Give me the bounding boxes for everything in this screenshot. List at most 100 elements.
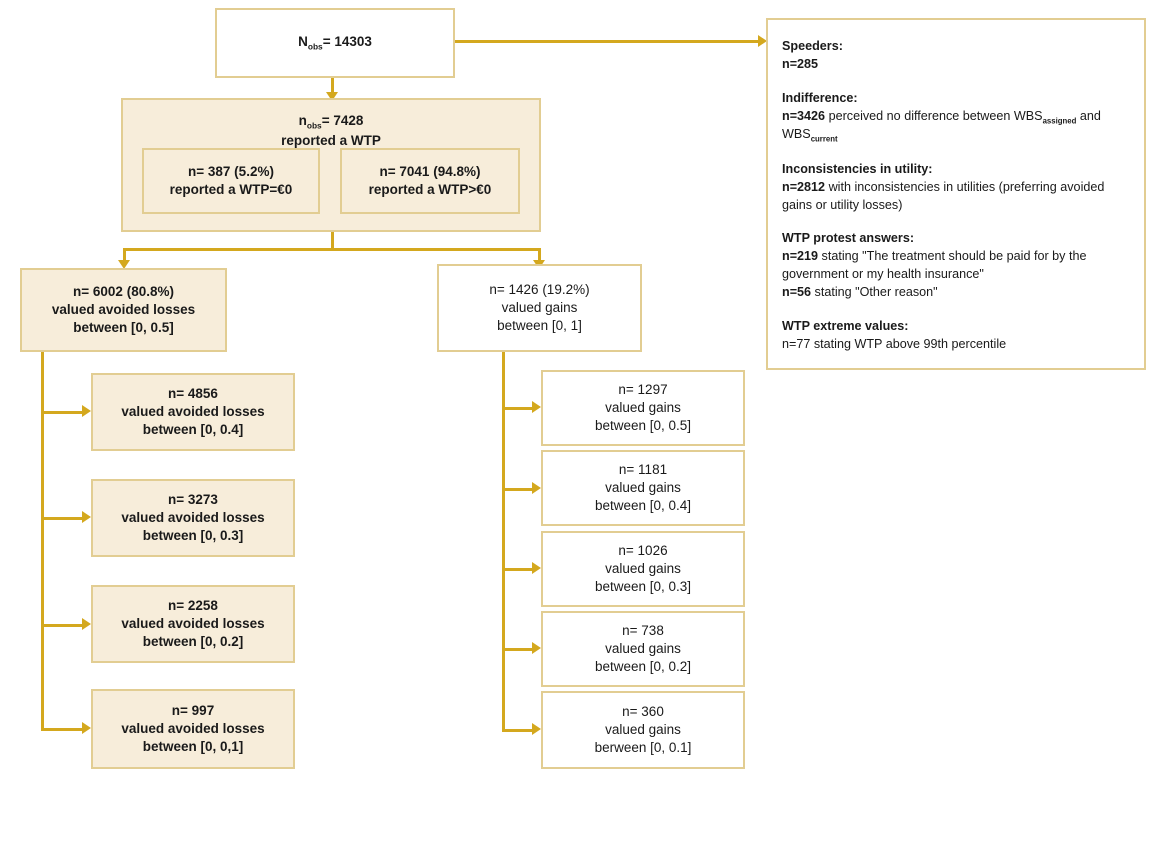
exclusion-inconsistencies-heading: Inconsistencies in utility: (782, 161, 933, 176)
connector-gains-branch-3 (502, 568, 535, 571)
connector-split-left (123, 248, 126, 266)
node-gains-child-3-line3: between [0, 0.3] (594, 578, 692, 594)
node-losses-child-2-line3: between [0, 0.3] (142, 527, 244, 543)
node-losses-child-4-line3: between [0, 0,1] (142, 738, 244, 754)
node-wtp-positive-line1: n= 7041 (94.8%) (379, 164, 481, 180)
exclusions-panel: Speeders: n=285 Indifference: n=3426 per… (766, 18, 1146, 370)
node-losses-parent-line1: n= 6002 (80.8%) (73, 284, 174, 300)
connector-losses-spine (41, 352, 44, 731)
exclusion-indifference-text-a: perceived no difference between WBS (825, 108, 1043, 123)
connector-gains-spine (502, 352, 505, 732)
node-wtp-line1: nobs= 7428 (298, 113, 364, 131)
connector-losses-branch-4 (41, 728, 85, 731)
node-losses-child-3: n= 2258 valued avoided losses between [0… (91, 585, 295, 663)
exclusion-extreme-heading: WTP extreme values: (782, 318, 909, 333)
connector-losses-branch-3 (41, 624, 85, 627)
node-gains-child-5-line2: valued gains (605, 722, 681, 738)
node-losses-child-3-line1: n= 2258 (168, 598, 218, 614)
exclusion-protest-body-1: n=219 stating "The treatment should be p… (782, 248, 1130, 284)
node-wtp-positive: n= 7041 (94.8%) reported a WTP>€0 (340, 148, 520, 214)
exclusion-speeders-n: n=285 (782, 56, 819, 71)
node-losses-child-3-line3: between [0, 0.2] (142, 633, 244, 649)
arrow-losses-child-2 (82, 511, 91, 523)
exclusion-indifference-n: n=3426 (782, 108, 826, 123)
arrow-losses-child-4 (82, 722, 91, 734)
exclusion-extreme-text: stating WTP above 99th percentile (810, 336, 1007, 351)
connector-losses-branch-1 (41, 411, 85, 414)
subscript-obs: obs (307, 41, 323, 52)
node-gains-parent-line3: between [0, 1] (497, 317, 582, 333)
node-losses-child-1-line3: between [0, 0.4] (142, 421, 244, 437)
exclusion-protest-text1: stating "The treatment should be paid fo… (782, 249, 1087, 282)
node-gains-child-1-line1: n= 1297 (618, 382, 668, 398)
exclusion-indifference-body: n=3426 perceived no difference between W… (782, 108, 1130, 145)
node-gains-child-2-line2: valued gains (605, 480, 681, 496)
connector-total-to-exclusions (455, 40, 760, 43)
node-wtp-positive-line2: reported a WTP>€0 (368, 182, 492, 197)
node-total-observations: Nobs= 14303 (215, 8, 455, 78)
subscript-assigned: assigned (1042, 116, 1077, 126)
arrow-gains-child-4 (532, 642, 541, 654)
exclusion-inconsistencies-body: n=2812 with inconsistencies in utilities… (782, 179, 1130, 215)
exclusion-inconsistencies-n: n=2812 (782, 179, 826, 194)
arrow-to-losses-parent (118, 260, 130, 269)
node-losses-child-1-line1: n= 4856 (168, 386, 218, 402)
exclusion-protest-n2: n=56 (782, 285, 812, 300)
exclusion-speeders-body: n=285 (782, 56, 1130, 74)
arrow-total-to-wtp (326, 92, 338, 101)
exclusion-group-extreme: WTP extreme values: n=77 stating WTP abo… (782, 318, 1130, 354)
node-losses-parent-line3: between [0, 0.5] (73, 319, 174, 335)
exclusion-protest-text2: stating "Other reason" (811, 285, 938, 300)
node-losses-child-2-line2: valued avoided losses (121, 510, 265, 526)
arrow-gains-child-1 (532, 401, 541, 413)
subscript-current: current (810, 134, 838, 144)
exclusion-protest-n1: n=219 (782, 249, 819, 264)
exclusion-inconsistencies-text: with inconsistencies in utilities (prefe… (782, 179, 1105, 212)
node-gains-child-4-line2: valued gains (605, 641, 681, 657)
node-gains-child-4: n= 738 valued gains between [0, 0.2] (541, 611, 745, 687)
node-gains-parent: n= 1426 (19.2%) valued gains between [0,… (437, 264, 642, 352)
exclusion-group-protest: WTP protest answers: n=219 stating "The … (782, 230, 1130, 302)
node-losses-parent: n= 6002 (80.8%) valued avoided losses be… (20, 268, 227, 352)
connector-wtp-down (331, 232, 334, 250)
node-gains-parent-line1: n= 1426 (19.2%) (489, 282, 590, 298)
arrow-losses-child-3 (82, 618, 91, 630)
node-losses-child-1: n= 4856 valued avoided losses between [0… (91, 373, 295, 451)
arrow-losses-child-1 (82, 405, 91, 417)
node-gains-child-2-line3: between [0, 0.4] (594, 497, 692, 513)
node-losses-child-4-line1: n= 997 (171, 703, 215, 719)
node-wtp-line2: reported a WTP (281, 132, 381, 148)
node-gains-child-3-line2: valued gains (605, 561, 681, 577)
node-gains-child-2-line1: n= 1181 (618, 462, 668, 478)
exclusion-extreme-body: n=77 stating WTP above 99th percentile (782, 336, 1130, 354)
exclusion-group-speeders: Speeders: n=285 (782, 38, 1130, 74)
node-losses-child-4: n= 997 valued avoided losses between [0,… (91, 689, 295, 769)
node-losses-child-3-line2: valued avoided losses (121, 616, 265, 632)
node-wtp-zero-line1: n= 387 (5.2%) (188, 164, 274, 180)
exclusion-extreme-n: n=77 (782, 336, 811, 351)
exclusion-indifference-text-b: and WBS (782, 108, 1101, 142)
exclusion-group-indifference: Indifference: n=3426 perceived no differ… (782, 90, 1130, 145)
node-gains-parent-line2: valued gains (501, 300, 578, 316)
arrow-gains-child-2 (532, 482, 541, 494)
exclusion-indifference-heading: Indifference: (782, 90, 858, 105)
node-losses-child-2-line1: n= 3273 (168, 492, 218, 508)
node-losses-child-1-line2: valued avoided losses (121, 404, 265, 420)
node-losses-child-2: n= 3273 valued avoided losses between [0… (91, 479, 295, 557)
node-gains-child-4-line1: n= 738 (622, 623, 664, 639)
node-losses-child-4-line2: valued avoided losses (121, 721, 265, 737)
connector-gains-branch-5 (502, 729, 535, 732)
connector-losses-branch-2 (41, 517, 85, 520)
node-wtp-zero-line2: reported a WTP=€0 (169, 182, 293, 197)
connector-total-to-wtp (331, 78, 334, 98)
node-gains-child-5: n= 360 valued gains berween [0, 0.1] (541, 691, 745, 769)
node-wtp-zero: n= 387 (5.2%) reported a WTP=€0 (142, 148, 320, 214)
node-losses-parent-line2: valued avoided losses (51, 302, 196, 318)
node-gains-child-1-line2: valued gains (605, 400, 681, 416)
exclusion-protest-body-2: n=56 stating "Other reason" (782, 284, 1130, 302)
exclusion-speeders-heading: Speeders: (782, 39, 843, 53)
arrow-total-to-exclusions (758, 35, 767, 47)
exclusion-protest-heading: WTP protest answers: (782, 231, 915, 246)
connector-gains-branch-4 (502, 648, 535, 651)
